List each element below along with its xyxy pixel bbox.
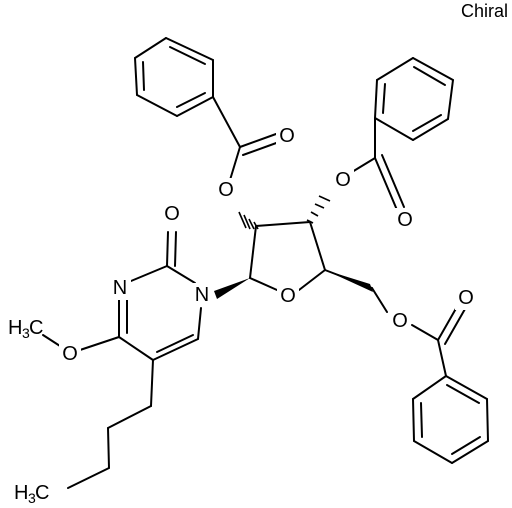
methyl-methoxy-label: H 3 C [8,317,43,341]
ribose-ring [249,221,388,313]
methyl-butyl-label: H 3 C [14,482,49,506]
svg-text:3: 3 [28,490,36,506]
atom-o-methoxy: O [62,343,78,365]
benzoyl-group-top-right [351,57,454,211]
atom-o-ketone-top: O [279,125,295,147]
benzoyl-group-bottom-right [411,304,489,464]
atom-n-3: N [113,277,127,299]
atom-o-ketone-bottom: O [458,287,474,309]
atom-labels: O O O O O N N O O O O H 3 C H 3 C [8,124,477,506]
pyrimidine-ring [42,231,202,489]
svg-text:C: C [29,317,43,339]
atom-o-ring: O [280,285,296,307]
atom-o-ester-2: O [218,179,234,201]
atom-o-ketone-mid: O [397,209,413,231]
benzoyl-group-top-left [134,37,280,181]
svg-text:H: H [14,482,28,504]
atom-o-ester-5: O [392,310,408,332]
svg-text:C: C [35,482,49,504]
svg-text:H: H [8,317,22,339]
atom-o-carbonyl-pyr: O [164,203,180,225]
stereo-bonds [214,195,373,299]
chiral-label: Chiral [461,1,508,21]
atom-o-ester-3: O [335,169,351,191]
atom-n-1: N [195,284,209,306]
svg-text:3: 3 [22,325,30,341]
